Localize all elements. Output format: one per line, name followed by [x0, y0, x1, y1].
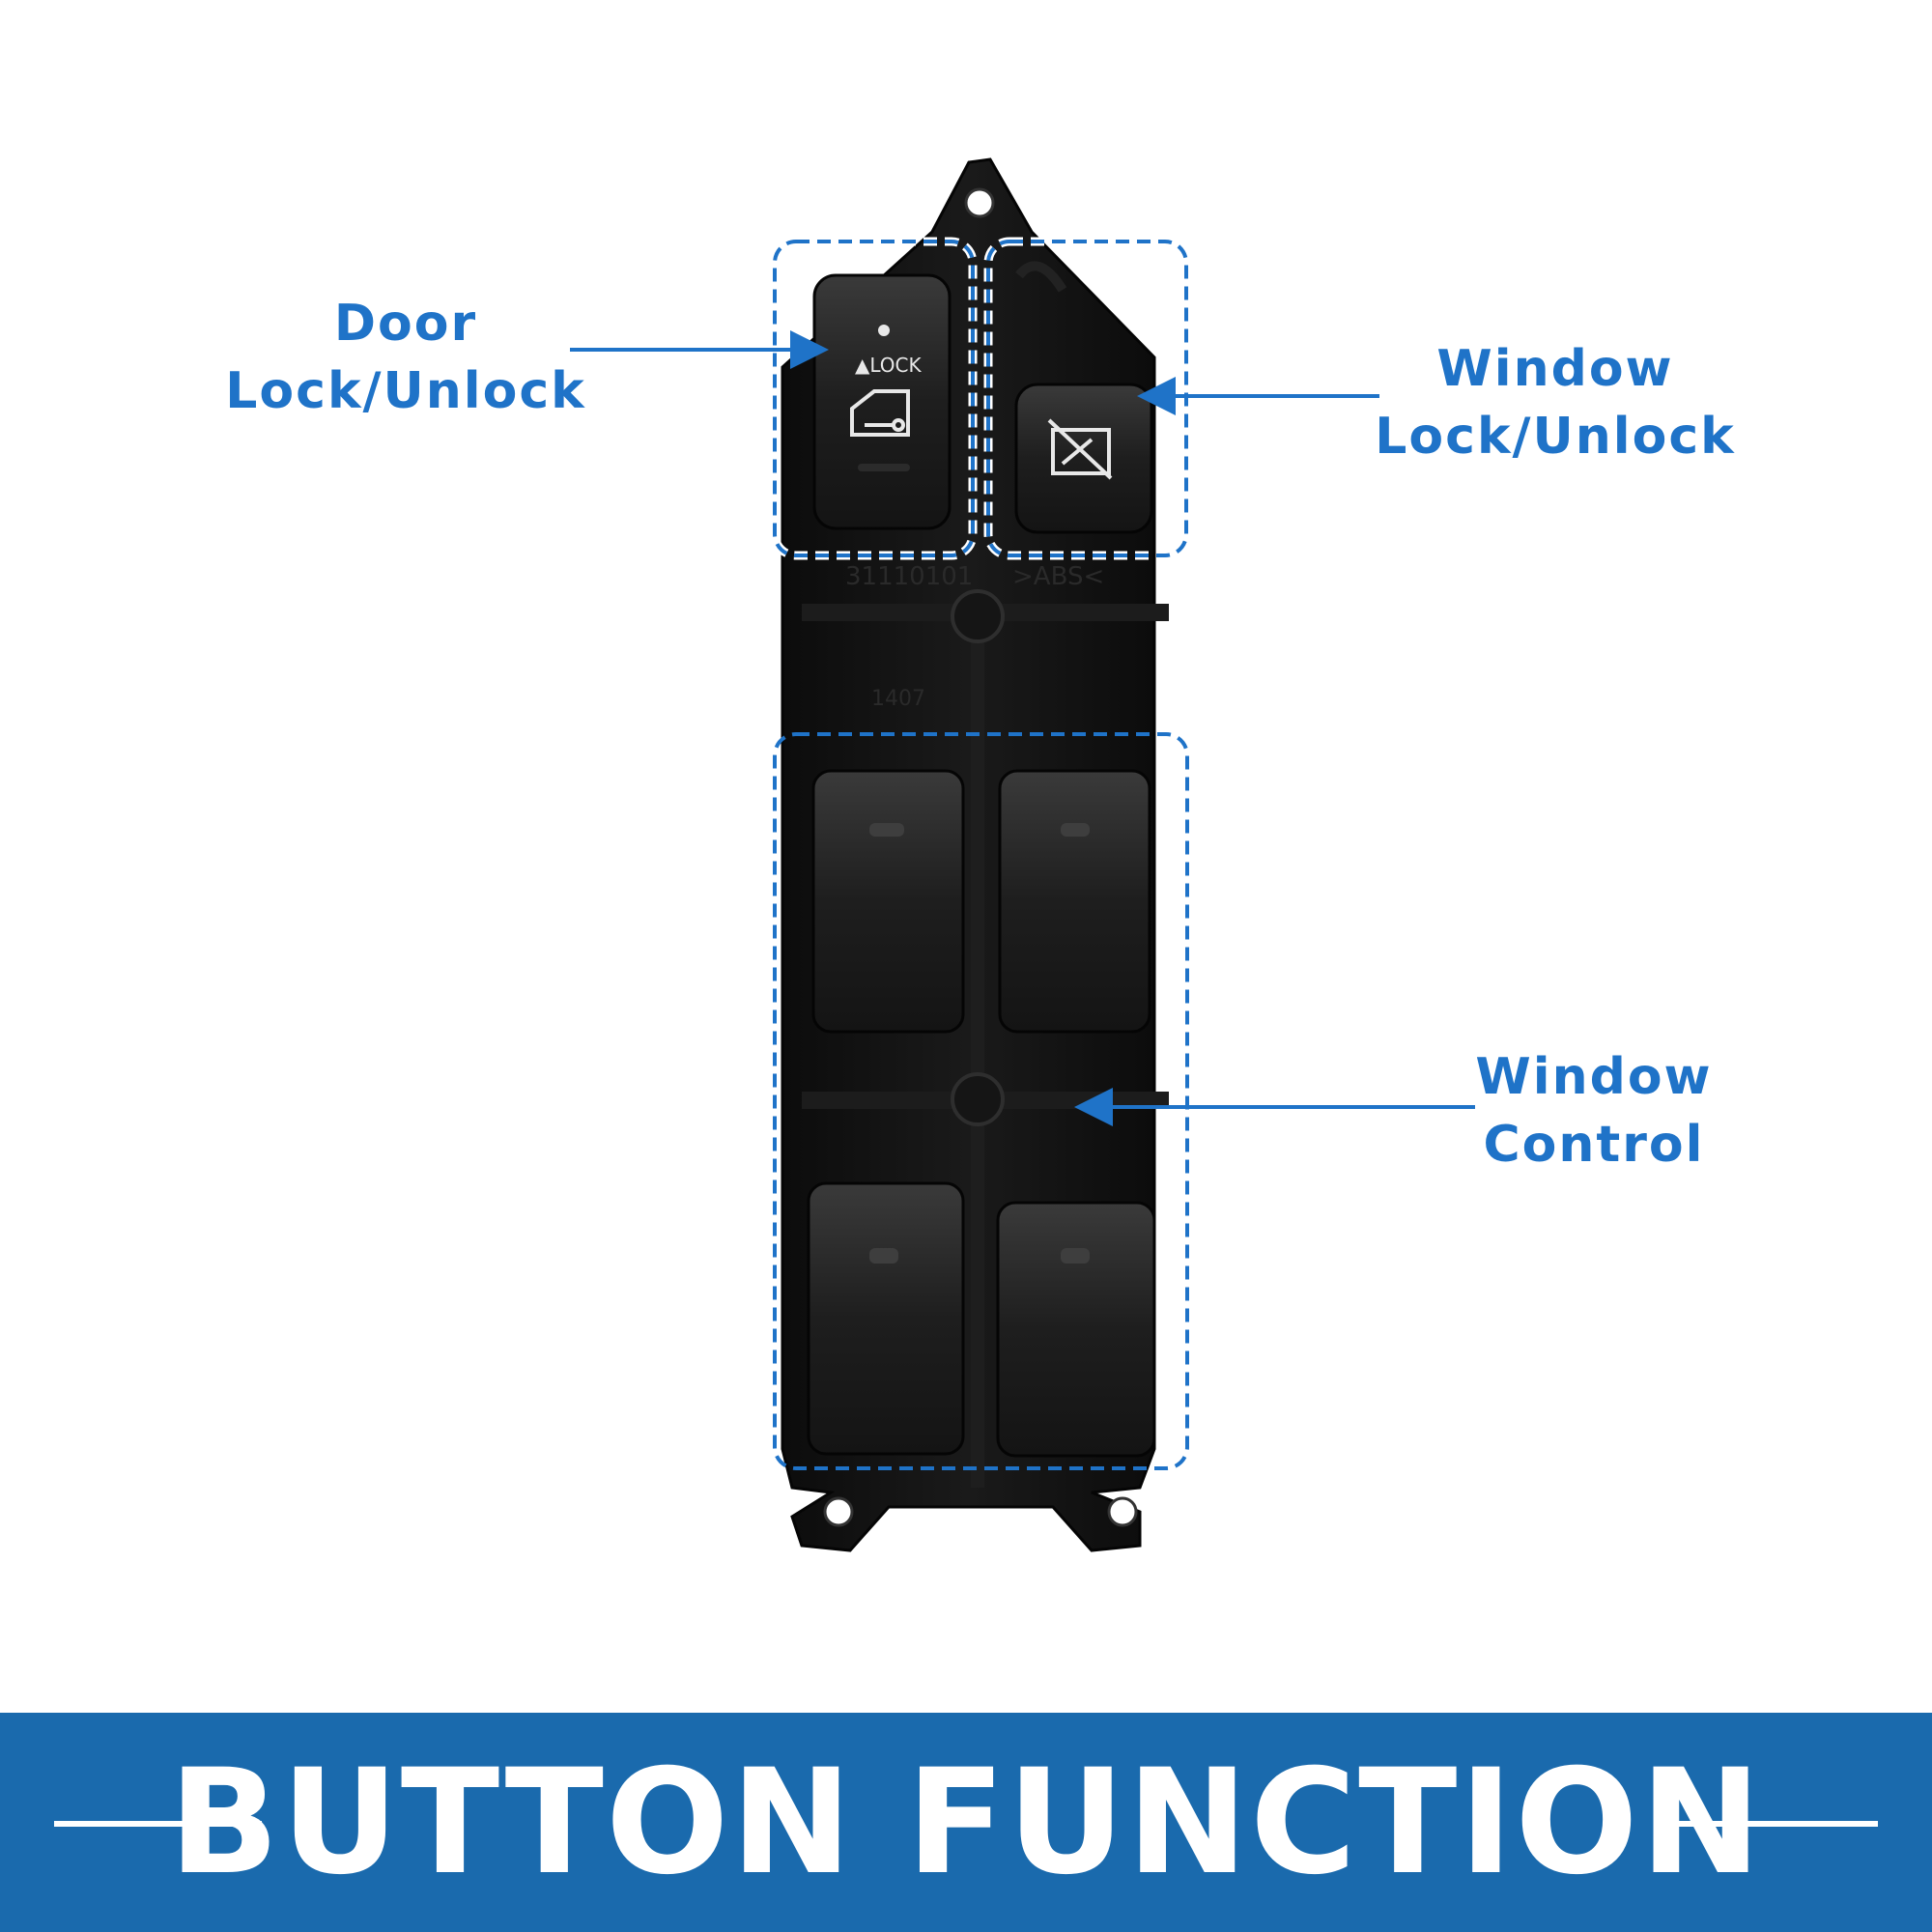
door-lock-callout-box	[773, 240, 975, 557]
window-lock-button[interactable]	[1014, 261, 1153, 534]
window-control-label: Window Control	[1381, 1043, 1806, 1179]
material-marking: >ABS<	[1012, 562, 1104, 591]
window-lock-label-line1: Window	[1436, 340, 1674, 398]
window-lock-icon	[1047, 418, 1113, 480]
door-key-icon	[850, 389, 910, 437]
window-control-callout-box	[773, 732, 1189, 1470]
window-lock-callout-box	[986, 240, 1188, 557]
window-lock-unlock-label: Window Lock/Unlock	[1343, 335, 1768, 470]
window-control-rear-left-button[interactable]	[807, 1181, 965, 1456]
lock-indicator-dot-icon	[878, 325, 890, 336]
banner-title: BUTTON FUNCTION	[168, 1738, 1764, 1907]
part-number-marking: 31110101	[845, 562, 973, 591]
door-lock-label-line1: Door	[333, 295, 478, 353]
door-lock-unlock-label: Door Lock/Unlock	[193, 290, 618, 425]
date-code-marking: 1407	[871, 687, 925, 711]
window-control-front-left-button[interactable]	[811, 769, 965, 1034]
door-lock-label-line2: Lock/Unlock	[225, 362, 586, 420]
window-control-front-right-button[interactable]	[998, 769, 1151, 1034]
arrow-icon	[570, 330, 1475, 1126]
callout-boxes	[773, 240, 1189, 1470]
window-control-rear-right-button[interactable]	[996, 1201, 1156, 1458]
door-lock-button[interactable]: ▲LOCK	[812, 273, 952, 530]
banner-line-right	[1670, 1821, 1878, 1827]
banner-line-left	[54, 1821, 262, 1827]
window-lock-label-line2: Lock/Unlock	[1375, 408, 1736, 466]
banner: BUTTON FUNCTION	[0, 1713, 1932, 1932]
switch-panel-illustration: 31110101 >ABS< 1407 ▲LOCK	[570, 157, 1475, 1552]
window-control-label-line1: Window	[1475, 1048, 1713, 1106]
lock-marking: ▲LOCK	[855, 354, 923, 377]
window-control-label-line2: Control	[1483, 1116, 1705, 1174]
